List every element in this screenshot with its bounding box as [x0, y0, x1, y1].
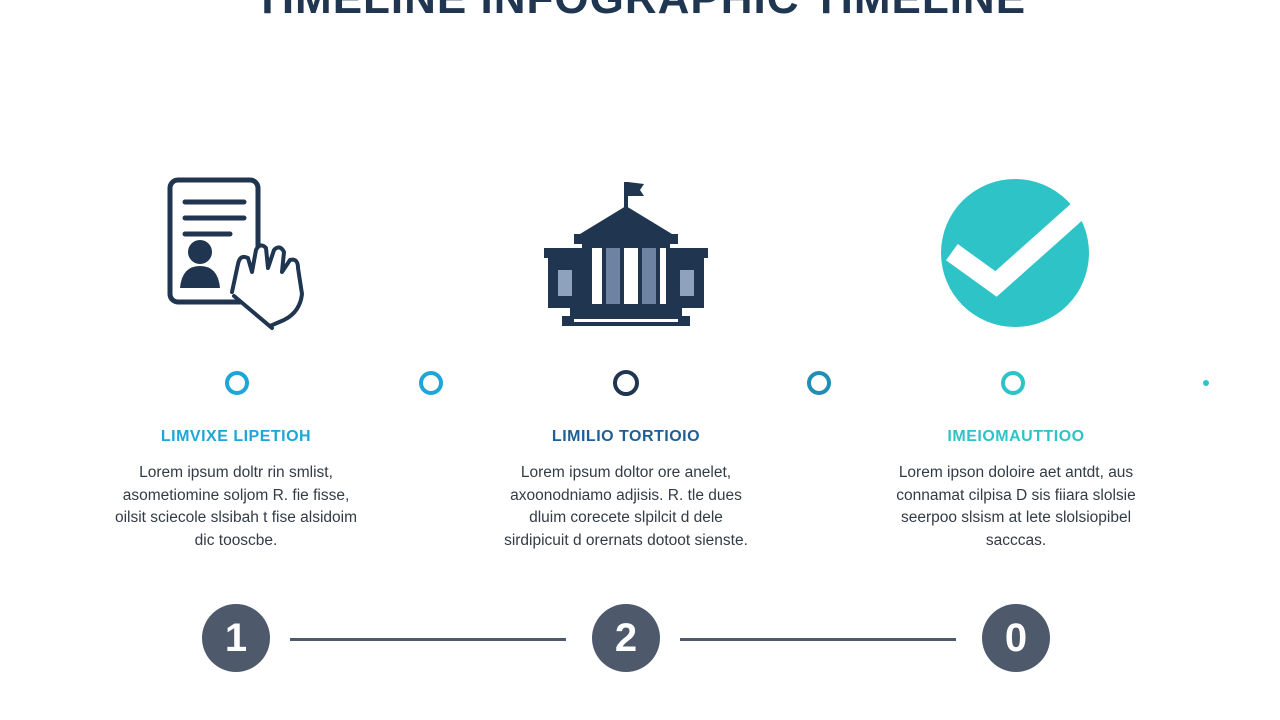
timeline-node — [1001, 371, 1025, 395]
government-building-icon — [544, 182, 708, 326]
step-number-1: 1 — [202, 604, 270, 672]
timeline-node — [613, 370, 639, 396]
timeline-node — [419, 371, 443, 395]
timeline-step-2: LIMILIO TORTIOIO Lorem ipsum doltor ore … — [476, 428, 776, 552]
step-2-description: Lorem ipsum doltor ore anelet, axoonodni… — [504, 464, 748, 549]
step-number-2: 2 — [592, 604, 660, 672]
timeline-node — [1203, 380, 1209, 386]
step-3-description: Lorem ipson doloire aet antdt, aus conna… — [896, 464, 1136, 549]
step-number-3: 0 — [982, 604, 1050, 672]
timeline-step-3: IMEIOMAUTTIOO Lorem ipson doloire aet an… — [866, 428, 1166, 552]
step-2-title: LIMILIO TORTIOIO — [551, 428, 701, 445]
infographic-title: TIMELINE INFOGRAPHIC TIMELINE — [0, 0, 1280, 24]
checkmark-circle-icon — [941, 179, 1089, 327]
step-1-description: Lorem ipsum doltr rin smlist, asometiomi… — [114, 464, 358, 549]
step-1-title: LIMVIXE LIPETIOH — [160, 428, 312, 445]
number-connector — [680, 638, 956, 641]
document-hand-icon — [167, 177, 304, 330]
timeline-node — [225, 371, 249, 395]
step-3-title: IMEIOMAUTTIOO — [947, 428, 1085, 445]
number-connector — [290, 638, 566, 641]
timeline-step-1: LIMVIXE LIPETIOH Lorem ipsum doltr rin s… — [86, 428, 386, 552]
timeline-node — [807, 371, 831, 395]
